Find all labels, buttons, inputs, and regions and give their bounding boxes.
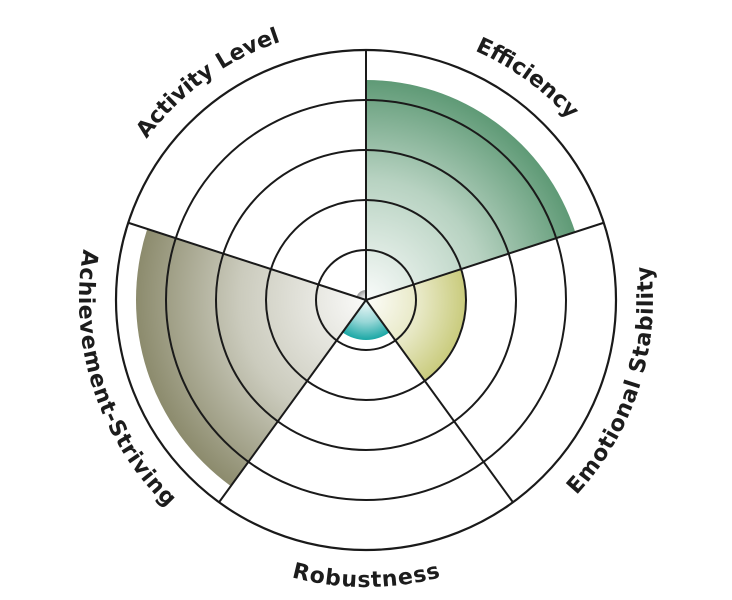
label-emotional-stability: Emotional Stability — [562, 265, 659, 499]
sector-achievement-striving — [136, 228, 366, 487]
sector-efficiency — [366, 80, 576, 300]
spoke-4 — [218, 299, 367, 503]
label-robustness: Robustness — [290, 559, 442, 593]
spoke-3 — [365, 299, 514, 503]
spokes-layer — [127, 50, 605, 503]
label-activity-level: Activity Level — [132, 24, 283, 143]
spoke-5 — [127, 221, 367, 301]
sector-emotional-stability — [366, 269, 467, 381]
sector-robustness — [342, 300, 390, 340]
sectors-layer — [136, 80, 576, 487]
spoke-2 — [365, 221, 605, 301]
